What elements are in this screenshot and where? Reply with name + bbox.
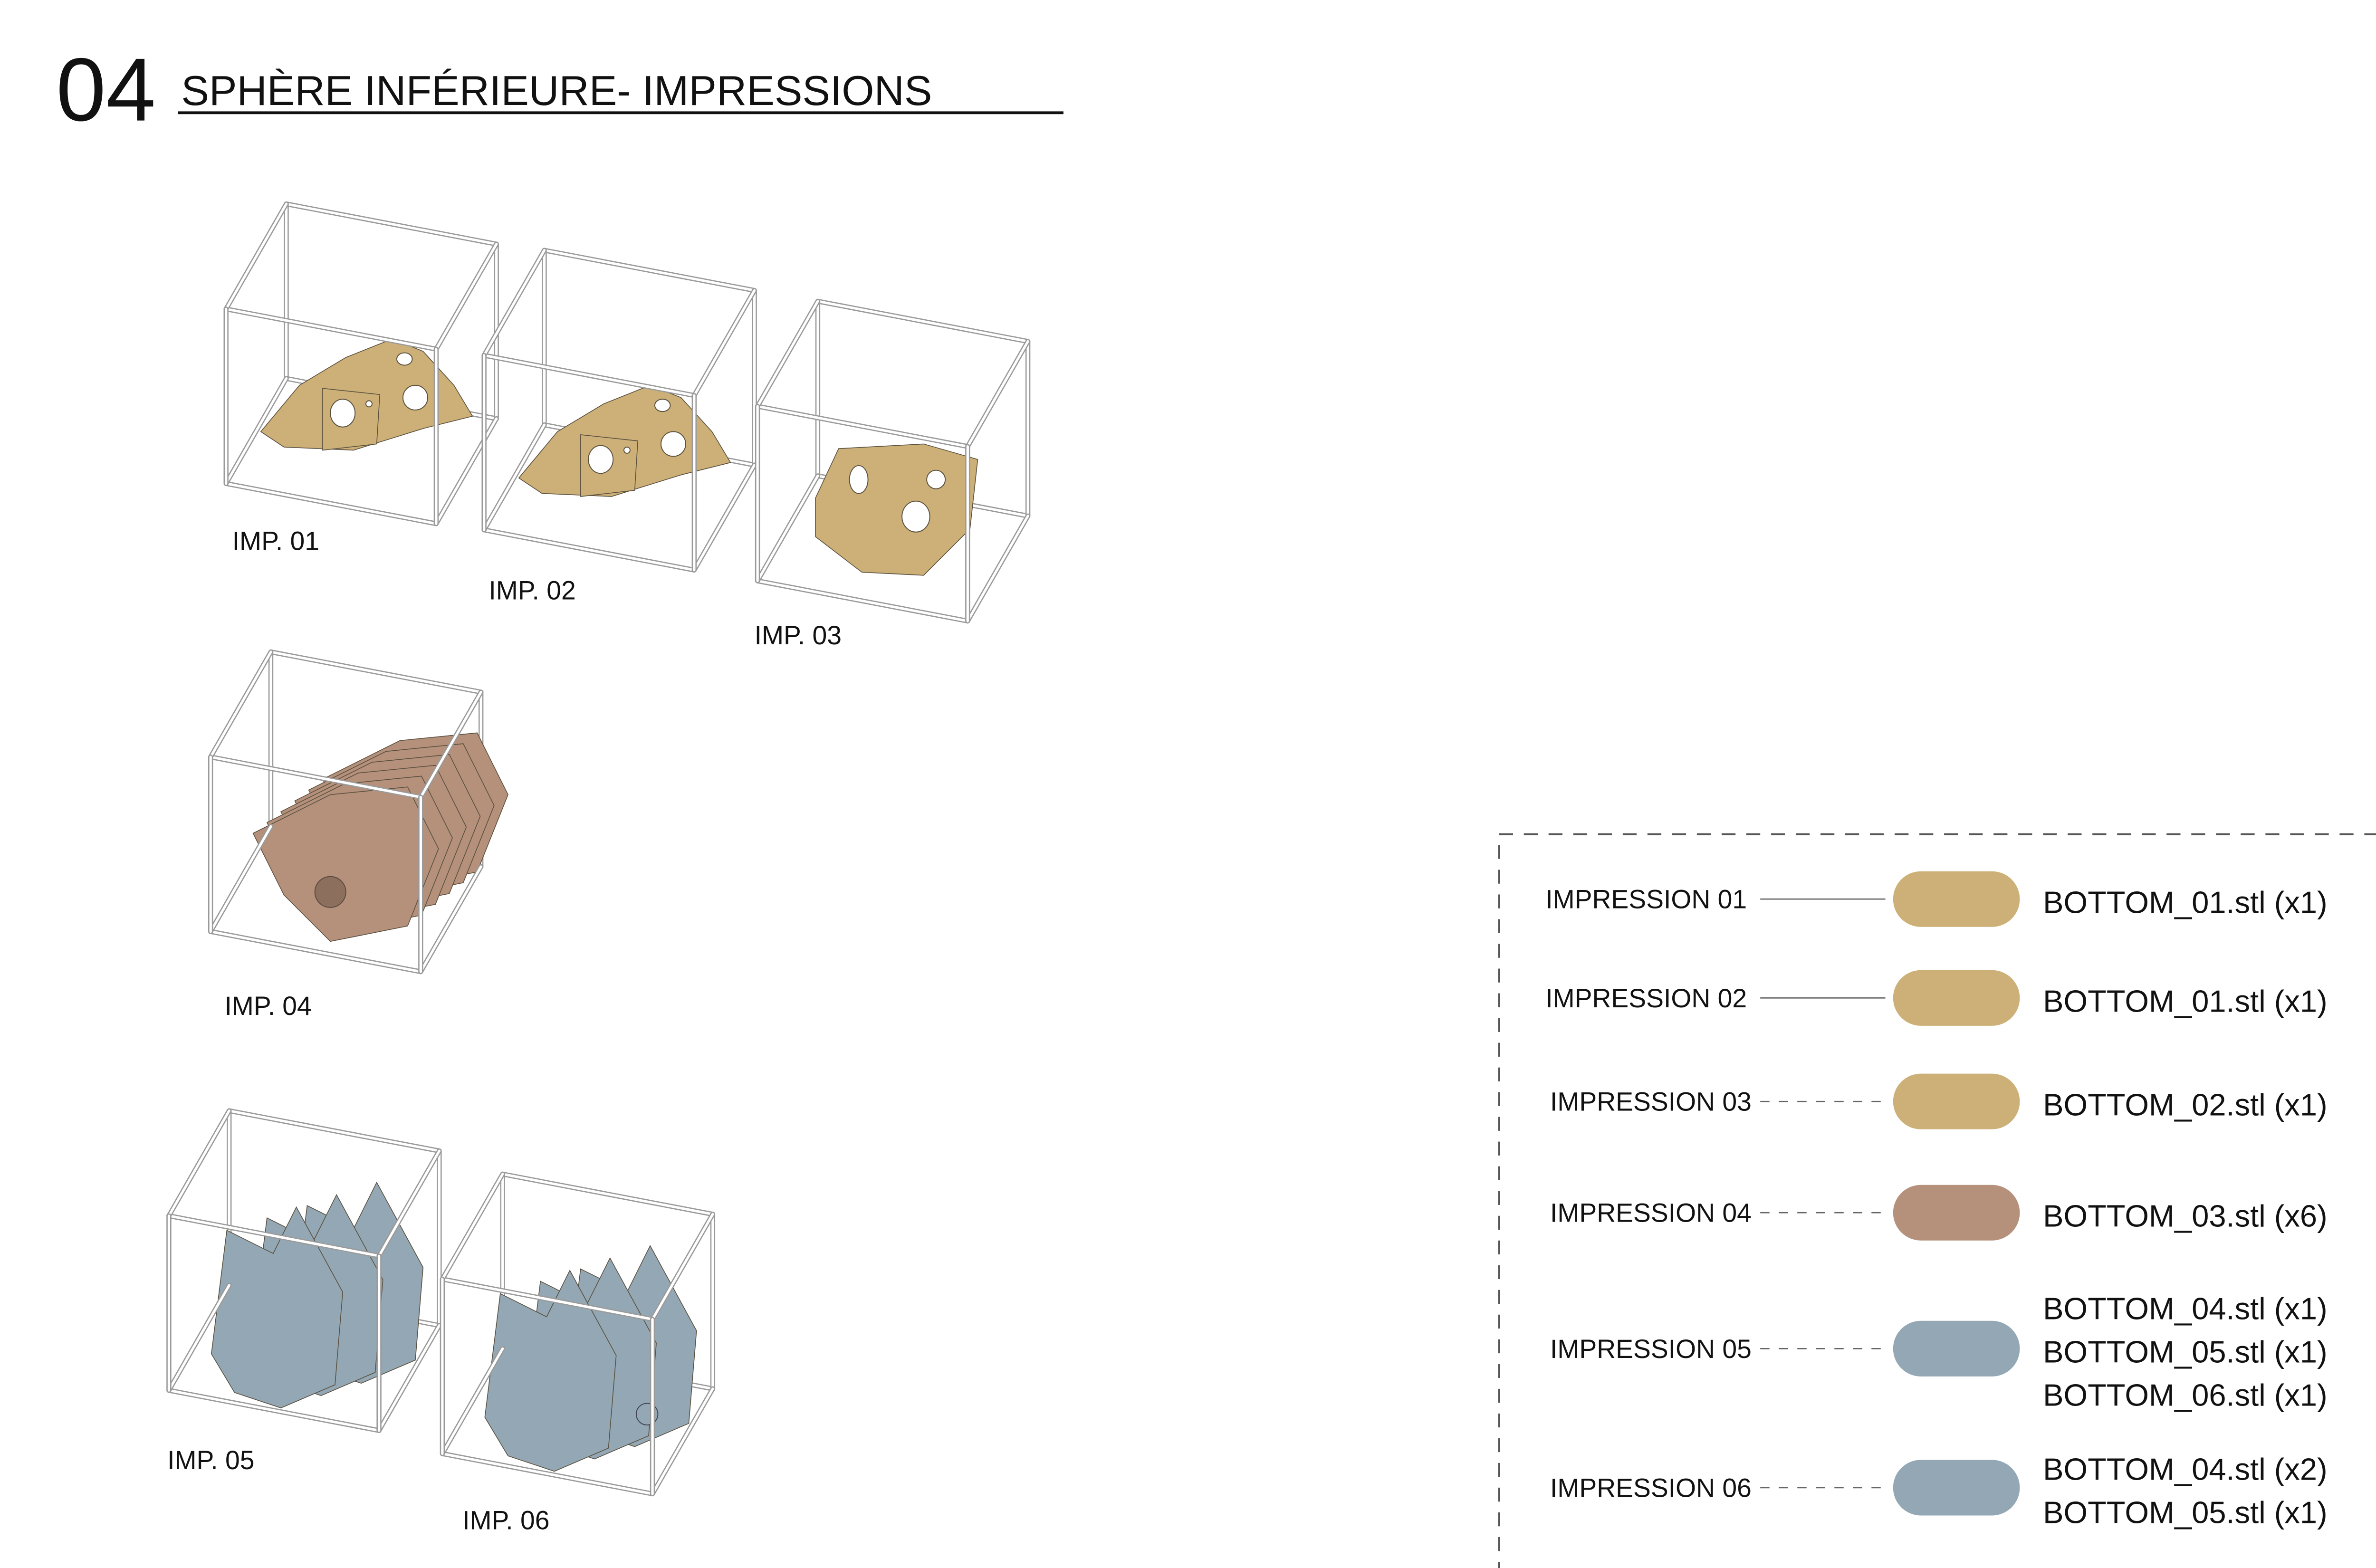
legend-impression-name: IMPRESSION 05 <box>1550 1334 1752 1364</box>
legend-row: IMPRESSION 04 BOTTOM_03.stl (x6) <box>1550 1185 2328 1241</box>
printed-part <box>518 384 731 497</box>
frame-cube <box>166 1108 442 1433</box>
legend-row: IMPRESSION 02 BOTTOM_01.stl (x1) <box>1545 970 2328 1026</box>
impression-label: IMP. 02 <box>489 575 575 605</box>
legend-row: IMPRESSION 06 BOTTOM_04.stl (x2) BOTTOM_05… <box>1550 1452 2328 1530</box>
legend-file: BOTTOM_05.stl (x1) <box>2043 1335 2328 1369</box>
impression-label: IMP. 01 <box>232 526 319 555</box>
impression-4: IMP. 04 <box>208 649 508 1021</box>
legend-row: IMPRESSION 05 BOTTOM_04.stl (x1) BOTTOM_05… <box>1550 1291 2328 1413</box>
printed-part <box>484 1245 697 1472</box>
legend-file: BOTTOM_04.stl (x2) <box>2043 1452 2328 1487</box>
color-swatch <box>1893 1185 2020 1241</box>
printed-part <box>252 732 508 942</box>
impression-1: IMP. 01 <box>223 201 499 555</box>
printed-part <box>211 1181 424 1409</box>
impression-6: IMP. 06 <box>440 1171 716 1535</box>
legend-row: IMPRESSION 03 BOTTOM_02.stl (x1) <box>1550 1073 2328 1129</box>
color-swatch <box>1893 871 2020 927</box>
legend-file: BOTTOM_01.stl (x1) <box>2043 984 2328 1019</box>
legend-row: IMPRESSION 01 BOTTOM_01.stl (x1) <box>1545 871 2328 927</box>
legend-file: BOTTOM_01.stl (x1) <box>2043 885 2328 919</box>
impression-5: IMP. 05 <box>166 1108 442 1475</box>
legend-impression-name: IMPRESSION 01 <box>1545 885 1747 914</box>
frame-cube <box>208 649 484 975</box>
printed-part <box>260 338 473 451</box>
legend-file: BOTTOM_04.stl (x1) <box>2043 1291 2328 1326</box>
impression-2: IMP. 02 <box>481 248 757 605</box>
legend-file: BOTTOM_06.stl (x1) <box>2043 1378 2328 1413</box>
color-swatch <box>1893 1460 2020 1516</box>
legend-impression-name: IMPRESSION 02 <box>1545 984 1747 1013</box>
printed-part <box>815 443 978 576</box>
color-swatch <box>1893 1320 2020 1377</box>
impressions-area: IMP. 01 IMP. 02 IMP. 03 IMP. 04 IMP. 05 IMP. … <box>166 201 1031 1535</box>
impression-label: IMP. 04 <box>224 991 311 1021</box>
color-swatch <box>1893 970 2020 1026</box>
legend-impression-name: IMPRESSION 06 <box>1550 1473 1752 1502</box>
legend-file: BOTTOM_02.stl (x1) <box>2043 1087 2328 1122</box>
legend-file: BOTTOM_05.stl (x1) <box>2043 1495 2328 1530</box>
section-number: 04 <box>56 39 156 140</box>
impression-3: IMP. 03 <box>755 298 1031 650</box>
frame-cube <box>481 248 757 573</box>
color-swatch <box>1893 1073 2020 1129</box>
legend-impression-name: IMPRESSION 03 <box>1550 1087 1752 1117</box>
legend-file: BOTTOM_03.stl (x6) <box>2043 1198 2328 1233</box>
frame-cube <box>755 298 1031 624</box>
impression-label: IMP. 03 <box>755 621 842 650</box>
frame-cube <box>440 1171 716 1497</box>
impression-label: IMP. 06 <box>462 1506 549 1535</box>
legend-box <box>1498 833 2376 1568</box>
impression-label: IMP. 05 <box>167 1445 254 1475</box>
legend-impression-name: IMPRESSION 04 <box>1550 1198 1752 1228</box>
page-title: SPHÈRE INFÉRIEURE- IMPRESSIONS <box>181 67 932 114</box>
